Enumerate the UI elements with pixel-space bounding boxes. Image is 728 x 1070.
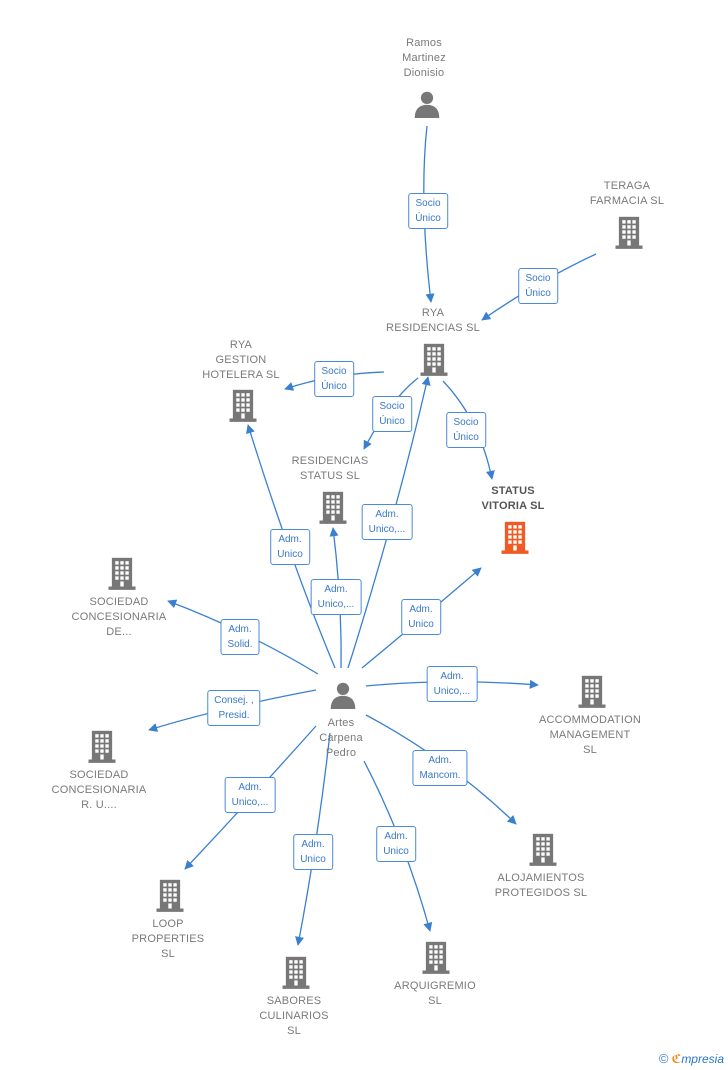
soc_conc_ru-building-icon[interactable] — [89, 729, 116, 763]
arquigremio-label[interactable]: ARQUIGREMIO SL — [394, 980, 476, 1007]
edge-label-artes-to-rya_res: Adm. Unico,... — [361, 504, 413, 540]
brand-name: mpresia — [681, 1052, 724, 1066]
artes-person-icon[interactable] — [329, 681, 357, 709]
loop-label[interactable]: LOOP PROPERTIES SL — [131, 918, 205, 960]
edge-label-artes-to-soc_conc_de: Adm. Solid. — [220, 619, 260, 655]
edge-label-rya_res-to-status_vitoria: Socio Único — [446, 412, 486, 448]
status_vitoria-building-icon[interactable] — [502, 520, 529, 554]
edge-label-ramos-to-rya_res: Socio Único — [408, 193, 448, 229]
accommodation-label[interactable]: ACCOMMODATION MANAGEMENT SL — [538, 714, 642, 756]
soc_conc_de-label[interactable]: SOCIEDAD CONCESIONARIA DE... — [71, 596, 167, 638]
rya_gest-label[interactable]: RYA GESTION HOTELERA SL — [202, 339, 280, 381]
teraga-label[interactable]: TERAGA FARMACIA SL — [589, 180, 665, 207]
edge-label-artes-to-status_vitoria: Adm. Unico — [401, 599, 441, 635]
teraga-building-icon[interactable] — [616, 215, 643, 249]
edge-label-artes-to-alojamientos: Adm. Mancom. — [412, 750, 468, 786]
brand-initial: ℭ — [671, 1052, 682, 1066]
edge-label-rya_res-to-res_status: Socio Único — [372, 396, 412, 432]
loop-building-icon[interactable] — [157, 878, 184, 912]
alojamientos-label[interactable]: ALOJAMIENTOS PROTEGIDOS SL — [494, 872, 588, 899]
soc_conc_de-building-icon[interactable] — [109, 556, 136, 590]
edge-label-teraga-to-rya_res: Socio Único — [518, 268, 558, 304]
rya_res-building-icon[interactable] — [421, 342, 448, 376]
edge-label-rya_res-to-rya_gest: Socio Único — [314, 361, 354, 397]
rya_gest-building-icon[interactable] — [230, 388, 257, 422]
arquigremio-building-icon[interactable] — [423, 940, 450, 974]
ramos-label[interactable]: Ramos Martinez Dionisio — [402, 37, 446, 79]
edge-label-artes-to-arquigremio: Adm. Unico — [376, 826, 416, 862]
status_vitoria-label[interactable]: STATUS VITORIA SL — [481, 485, 545, 512]
sabores-building-icon[interactable] — [283, 955, 310, 989]
copyright-icon: © — [658, 1051, 669, 1066]
accommodation-building-icon[interactable] — [579, 674, 606, 708]
ramos-person-icon[interactable] — [413, 90, 441, 118]
rya_res-label[interactable]: RYA RESIDENCIAS SL — [386, 307, 480, 334]
alojamientos-building-icon[interactable] — [530, 832, 557, 866]
soc_conc_ru-label[interactable]: SOCIEDAD CONCESIONARIA R. U.... — [51, 769, 147, 811]
edge-label-artes-to-loop: Adm. Unico,... — [224, 777, 276, 813]
edge-label-artes-to-rya_gest: Adm. Unico — [270, 529, 310, 565]
edge-label-artes-to-sabores: Adm. Unico — [293, 834, 333, 870]
empresia-watermark: ©ℭmpresia — [659, 1051, 724, 1066]
artes-label[interactable]: Artes Carpena Pedro — [319, 717, 363, 759]
res_status-label[interactable]: RESIDENCIAS STATUS SL — [291, 455, 369, 482]
edge-label-artes-to-accommodation: Adm. Unico,... — [426, 666, 478, 702]
sabores-label[interactable]: SABORES CULINARIOS SL — [259, 995, 329, 1037]
res_status-building-icon[interactable] — [320, 490, 347, 524]
edge-label-artes-to-soc_conc_ru: Consej. , Presid. — [207, 690, 261, 726]
edge-label-artes-to-res_status: Adm. Unico,... — [310, 579, 362, 615]
